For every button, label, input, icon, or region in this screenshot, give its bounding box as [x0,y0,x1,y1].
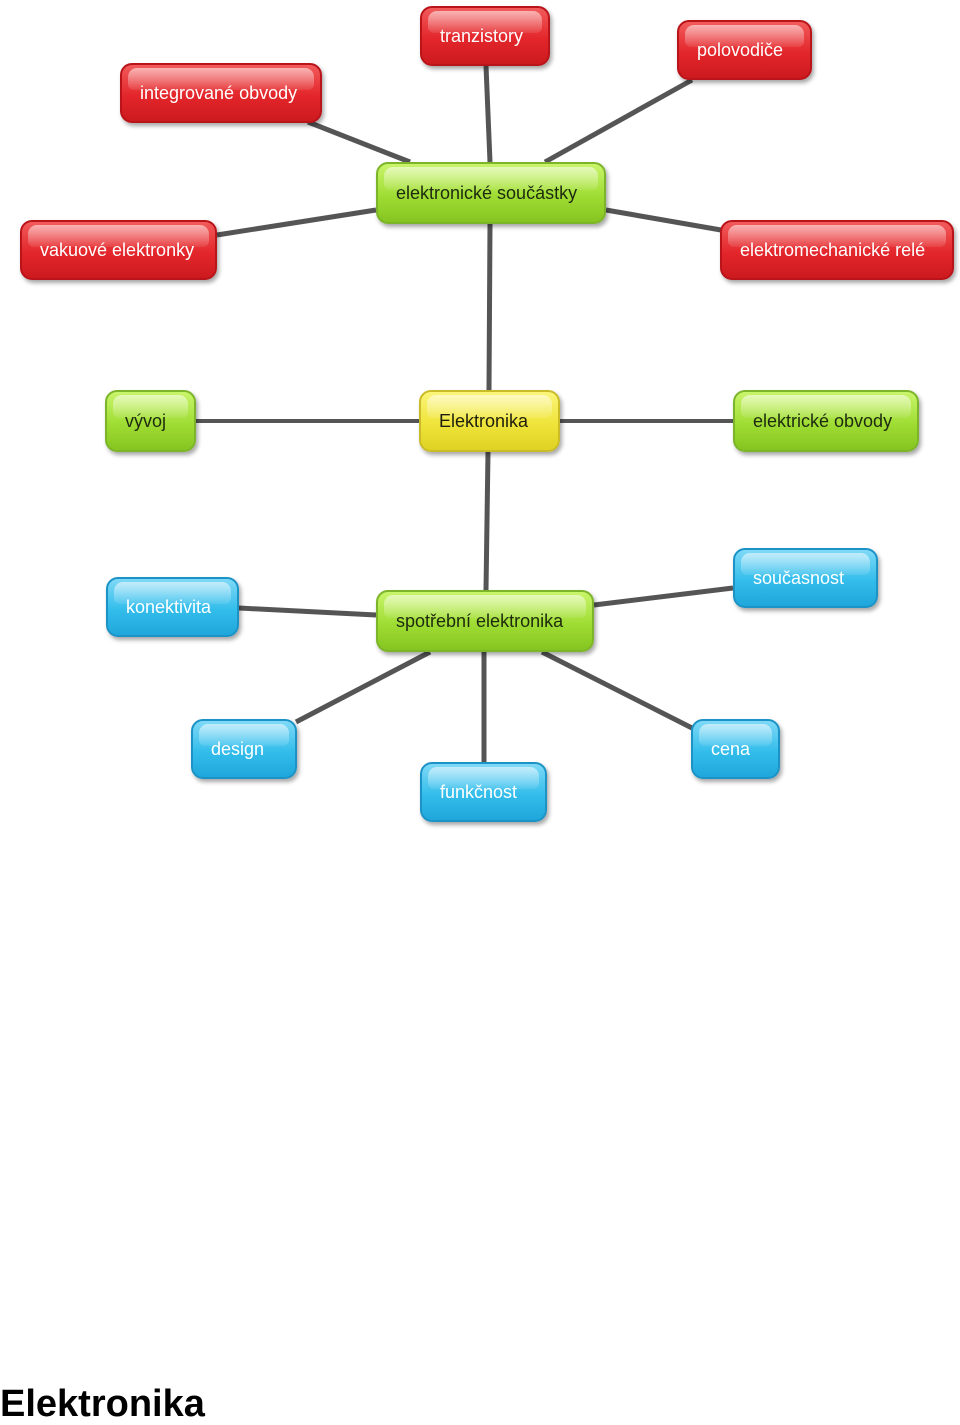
connector-spotrebni-soucasnost [593,585,734,608]
node-label: současnost [753,568,845,588]
node-label: elektronické součástky [396,183,578,203]
node-label: funkčnost [440,782,518,802]
node-vyvoj[interactable]: vývoj [105,390,196,452]
node-label: polovodiče [697,40,784,60]
node-label: konektivita [126,597,212,617]
page-title: Elektronika [0,1383,205,1425]
node-design[interactable]: design [191,719,297,779]
node-label: integrované obvody [140,83,298,103]
node-label: Elektronika [439,411,529,431]
node-label: cena [711,739,751,759]
connector-spotrebni-cena [540,649,694,731]
node-polovodice[interactable]: polovodiče [677,20,812,80]
connector-soucastky-vakuove [216,207,377,238]
node-label: tranzistory [440,26,524,46]
connector-soucastky-integrovane [307,119,411,165]
node-soucasnost[interactable]: současnost [733,548,878,608]
node-label: vakuové elektronky [40,240,195,260]
node-elektromechanicke-rele[interactable]: elektromechanické relé [720,220,954,280]
node-label: elektrické obvody [753,411,893,431]
node-vakuove-elektronky[interactable]: vakuové elektronky [20,220,217,280]
node-konektivita[interactable]: konektivita [106,577,239,637]
connector-spotrebni-konektivita [238,605,377,618]
connector-soucastky-polovodice [543,77,694,165]
node-integrovane-obvody[interactable]: integrované obvody [120,63,322,123]
node-elektronicke-soucastky[interactable]: elektronické součástky [376,162,606,224]
node-elektricke-obvody[interactable]: elektrické obvody [733,390,919,452]
connector-soucastky-tranzistory [483,65,493,163]
node-funkcnost[interactable]: funkčnost [420,762,547,822]
node-label: elektromechanické relé [740,240,926,260]
node-label: spotřební elektronika [396,611,564,631]
node-elektronika[interactable]: Elektronika [419,390,560,452]
node-cena[interactable]: cena [691,719,780,779]
connector-soucastky-rele [605,207,722,233]
node-label: vývoj [125,411,167,431]
connector-center-spotrebni [483,451,491,591]
node-tranzistory[interactable]: tranzistory [420,6,550,66]
connector-center-soucastky [486,223,493,391]
node-label: design [211,739,265,759]
node-spotrebni-elektronika[interactable]: spotřební elektronika [376,590,594,652]
connector-spotrebni-design [294,649,432,725]
